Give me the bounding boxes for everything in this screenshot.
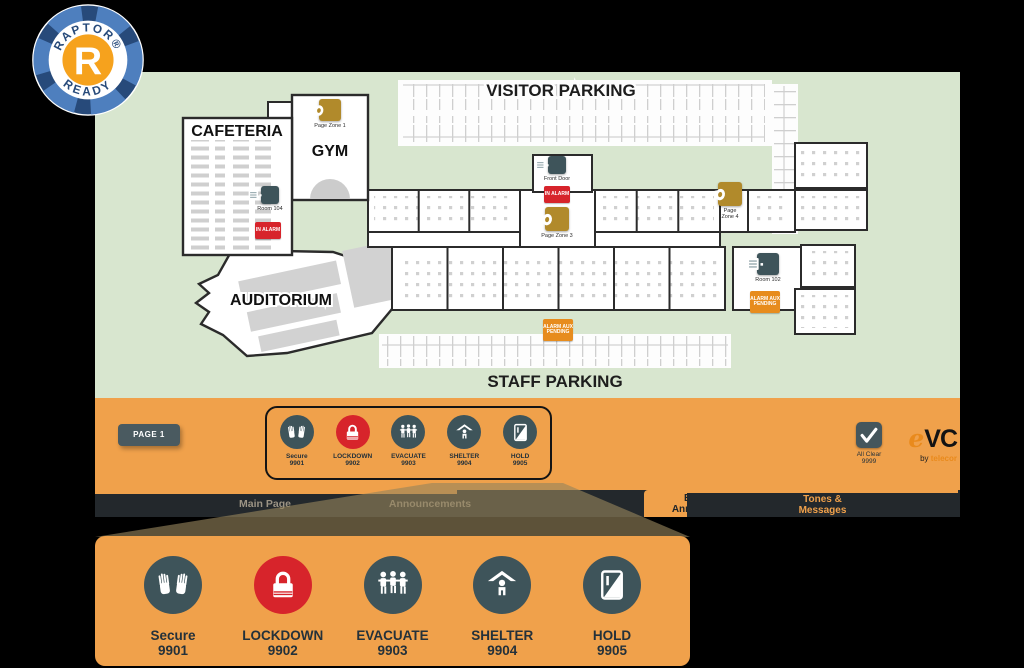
shelter-label: SHELTER [449,453,480,460]
secure-code: 9901 [289,460,305,467]
page-zone-4-speaker[interactable]: Page Zone 4 [706,182,754,220]
all-clear-label: All Clear [856,451,882,458]
evc-by: by [920,454,931,463]
cafeteria-building [181,116,294,257]
page-zone-4-label: Page Zone 4 [721,208,739,220]
evc-telecor: telecor [930,454,957,463]
north-classroom-wing-east [594,189,796,233]
staff-parking-label: STAFF PARKING [487,372,622,391]
lockdown-button-large[interactable]: LOCKDOWN 9902 [231,556,335,666]
evacuate-button[interactable]: EVACUATE 9903 [382,415,434,467]
lockdown-button[interactable]: LOCKDOWN 9902 [327,415,379,467]
hold-label: HOLD [510,453,530,460]
emergency-button-group: Secure 9901 LOCKDOWN 9902 EVACUATE 9903 … [265,406,552,480]
south-classroom-wing [391,246,726,311]
door-diagonal-icon [510,422,531,443]
logo-monogram: R [74,39,102,83]
evc-vc: VC [924,425,958,453]
evacuate-label: EVACUATE [356,628,429,643]
page-zone-1-label: Page Zone 1 [314,123,346,129]
page-1-button[interactable]: PAGE 1 [118,424,180,446]
in-alarm-badge-lobby: IN ALARM [544,186,570,203]
hold-code: 9905 [512,460,528,467]
lockdown-label: LOCKDOWN [242,628,324,643]
speaker-icon [533,207,557,231]
control-toolbar: PAGE 1 Secure 9901 LOCKDOWN 9902 EVACUAT… [95,398,960,490]
in-alarm-badge-cafeteria: IN ALARM [255,222,281,239]
people-icon [375,567,411,603]
shelter-code: 9904 [487,643,518,658]
evacuate-button-large[interactable]: EVACUATE 9903 [341,556,445,666]
hold-button-large[interactable]: HOLD 9905 [560,556,664,666]
all-clear-code: 9999 [861,458,877,465]
room-102-label: Room 102 [755,277,781,283]
people-icon [398,422,419,443]
gym-label: GYM [312,143,348,160]
padlock-icon [342,422,363,443]
secure-label: Secure [150,628,196,643]
secure-button[interactable]: Secure 9901 [271,415,323,467]
hands-icon [155,567,191,603]
evacuate-code: 9903 [401,460,416,467]
lockdown-label: LOCKDOWN [333,453,373,460]
door-diagonal-icon [594,567,630,603]
alarm-aux-pending-badge-east: ALARM AUX PENDING [750,291,780,313]
console-icon [744,253,766,275]
shelter-button-large[interactable]: SHELTER 9904 [450,556,554,666]
all-clear-button[interactable]: All Clear 9999 [847,422,891,465]
page-zone-3-speaker[interactable]: Page Zone 3 [533,207,581,239]
hands-icon [286,422,307,443]
hold-label: HOLD [592,628,632,643]
hold-button[interactable]: HOLD 9905 [494,415,546,467]
console-icon [246,186,264,204]
lockdown-code: 9902 [267,643,298,658]
cafeteria-label: CAFETERIA [191,123,283,140]
checkmark-icon [858,424,880,446]
raptor-ready-logo: RAPTOR® READY R [28,1,148,124]
facility-map-drawing: VISITOR PARKING STAFF PARKING CAFETERIA … [95,72,960,398]
evacuate-code: 9903 [377,643,408,658]
speaker-icon [306,99,328,121]
tab-main-page[interactable]: Main Page [239,497,291,510]
front-door-console[interactable]: Front Door [533,156,581,182]
padlock-icon [265,567,301,603]
alarm-aux-pending-badge-south: ALARM AUX PENDING [543,319,573,341]
evc-brand-logo: eVC by telecor [895,424,958,464]
tab-tones-line1: Tones & [803,494,842,505]
shelter-code: 9904 [457,460,472,467]
secure-label: Secure [285,453,308,460]
east-classroom-stack [794,142,868,335]
evacuate-label: EVACUATE [391,453,426,460]
page-zone-3-label: Page Zone 3 [541,233,573,239]
emergency-buttons-panel: Secure 9901 LOCKDOWN 9902 EVACUATE 9903 … [95,536,690,666]
north-classroom-wing-west [367,189,521,233]
speaker-icon [706,182,730,206]
facility-map: VISITOR PARKING STAFF PARKING CAFETERIA … [95,72,960,398]
secure-button-large[interactable]: Secure 9901 [121,556,225,666]
staff-parking-area [379,334,731,368]
console-icon [533,156,551,174]
secure-code: 9901 [157,643,189,658]
hold-code: 9905 [596,643,628,658]
shelter-roof-icon [454,422,475,443]
front-door-label: Front Door [543,176,571,182]
shelter-label: SHELTER [471,628,534,643]
shelter-roof-icon [484,567,520,603]
lockdown-code: 9902 [345,460,360,467]
tab-tones-messages[interactable]: Tones & Messages [687,490,958,517]
room-102-console[interactable]: Room 102 [744,253,792,283]
shelter-button[interactable]: SHELTER 9904 [438,415,490,467]
room-104-label: Room 104 [257,206,283,212]
tab-tones-line2: Messages [798,505,847,516]
page-zone-1-speaker[interactable]: Page Zone 1 [306,99,354,129]
room-104-console[interactable]: Room 104 [246,186,294,212]
auditorium-label: AUDITORIUM [230,292,332,309]
visitor-parking-label: VISITOR PARKING [486,81,636,100]
evc-e: e [908,424,925,453]
